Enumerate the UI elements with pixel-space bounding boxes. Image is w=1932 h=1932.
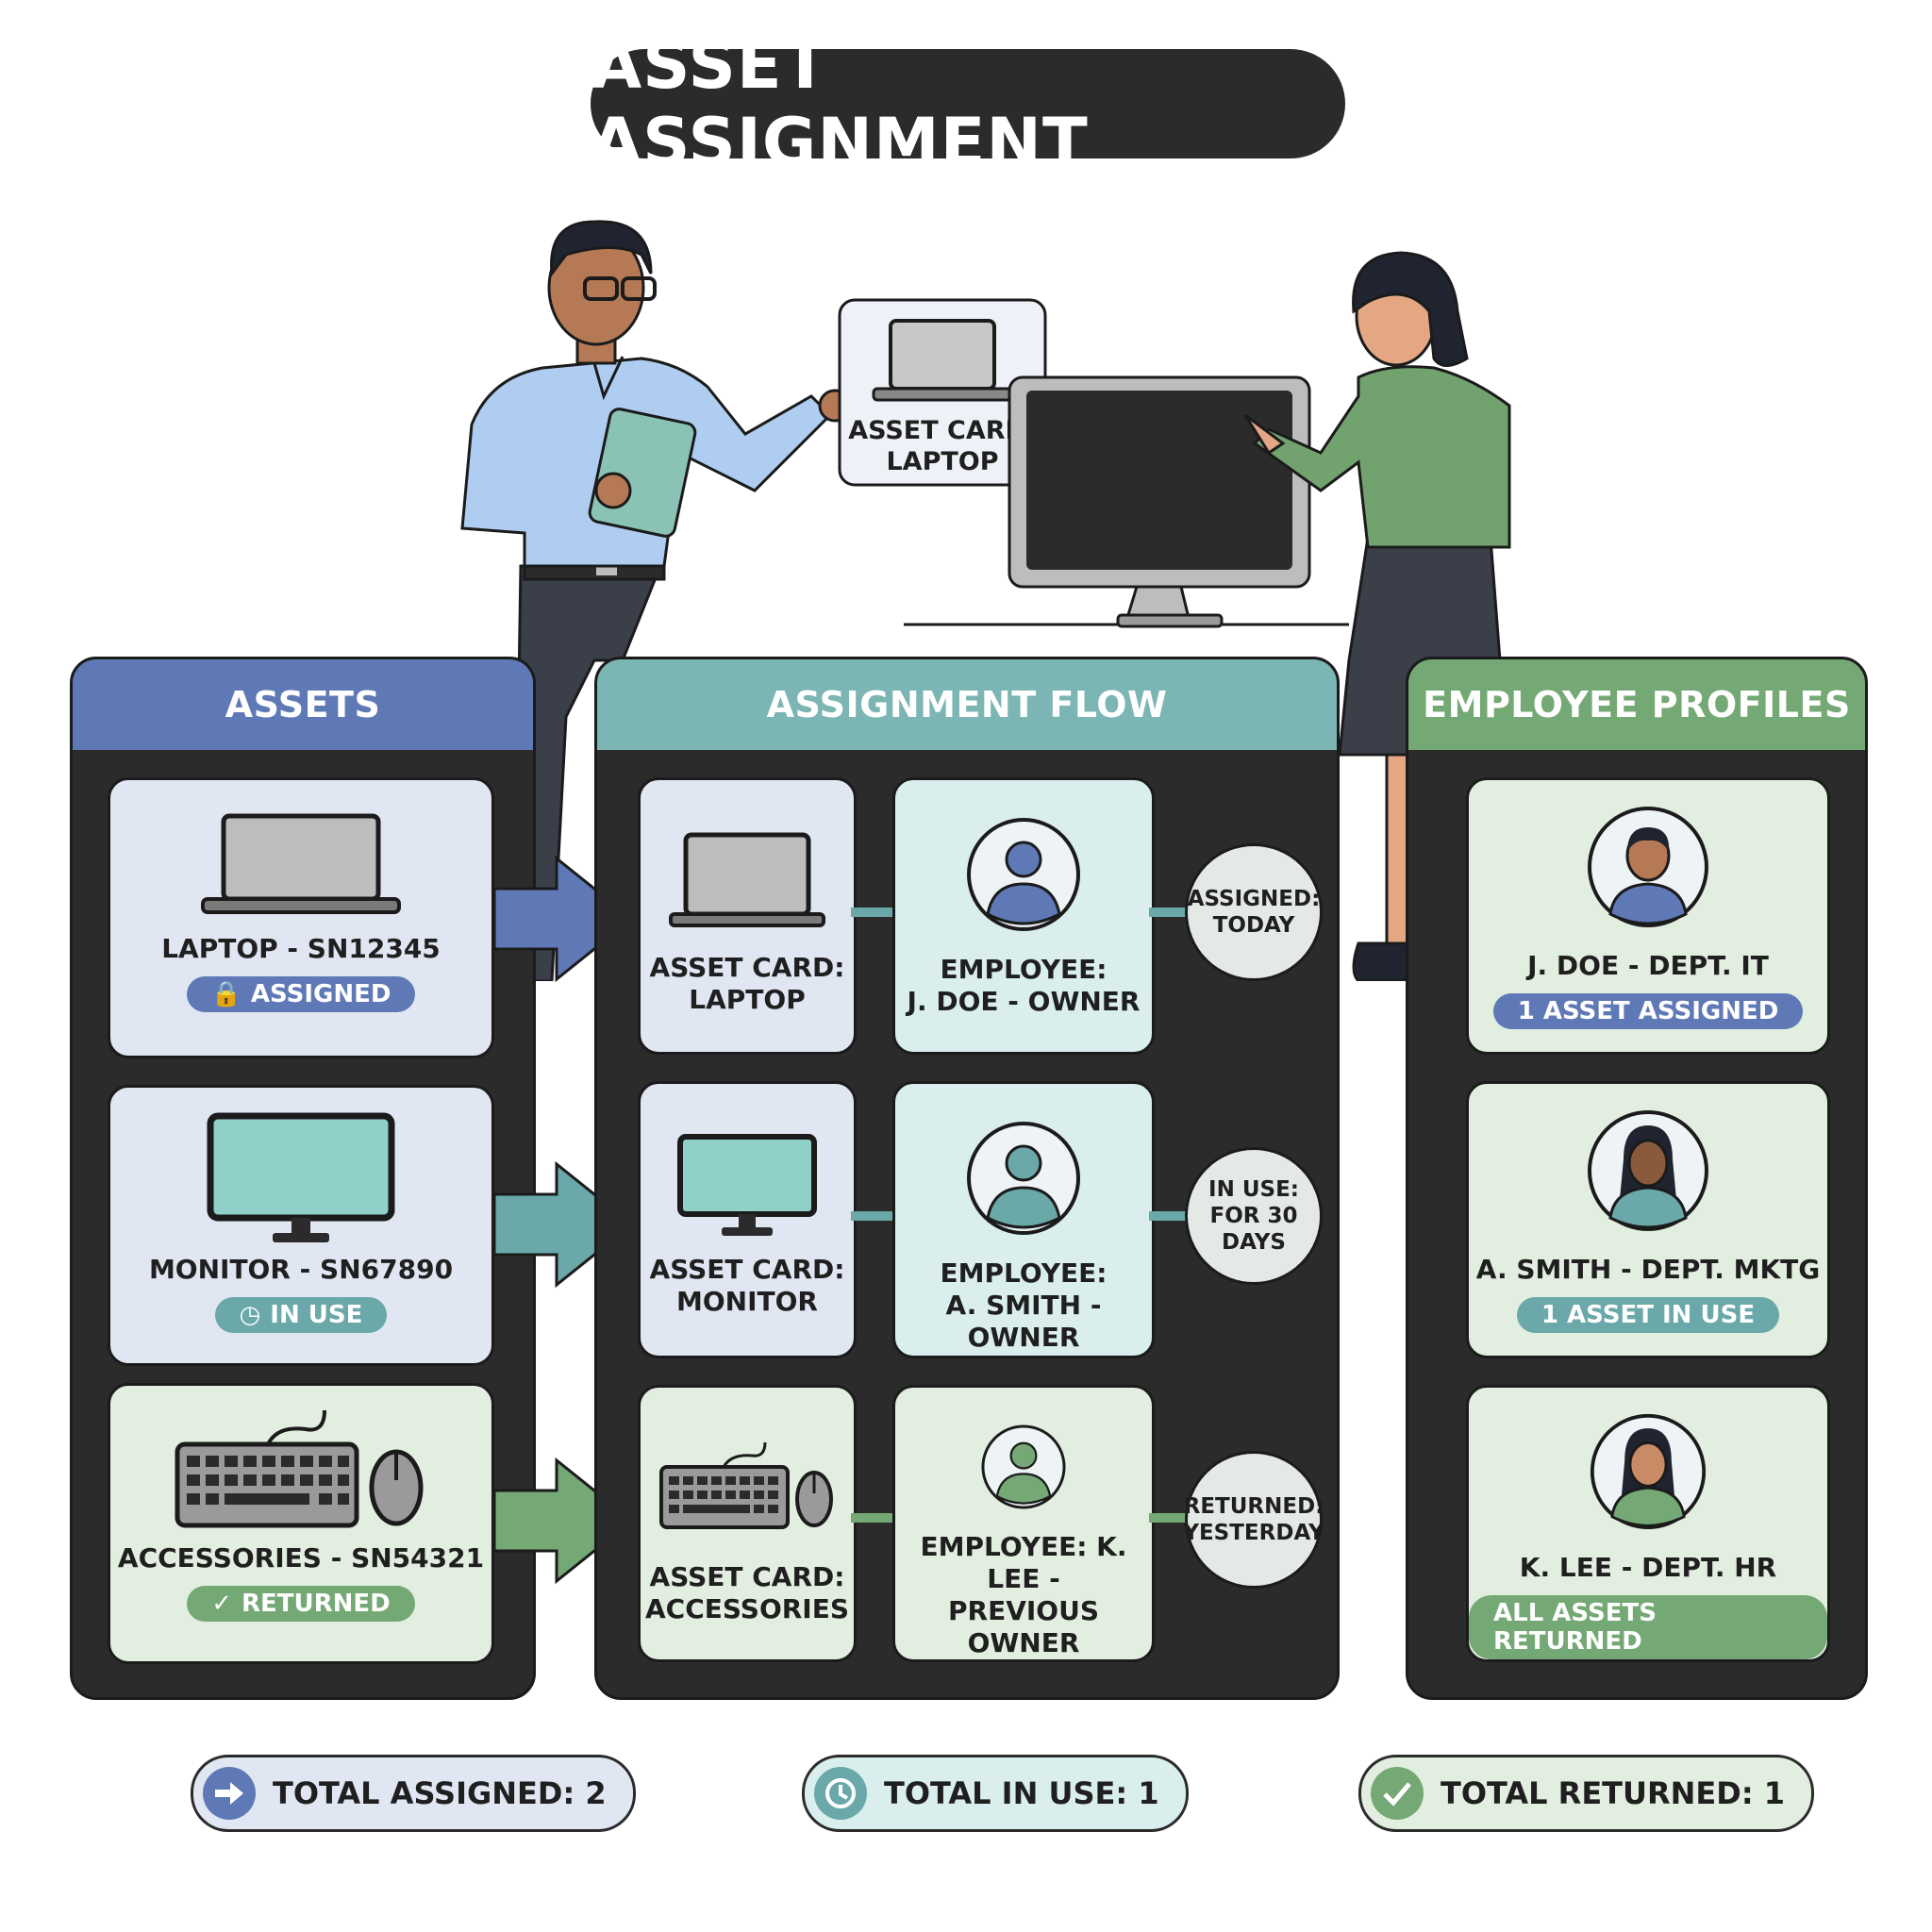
flow-emp-line1: EMPLOYEE:: [940, 1257, 1108, 1289]
flow-card-line2: LAPTOP: [689, 984, 806, 1015]
status-badge: ✓ RETURNED: [187, 1586, 415, 1622]
profile-badge: ALL ASSETS RETURNED: [1469, 1595, 1827, 1659]
keyboard-mouse-icon: [659, 1441, 833, 1529]
monitor-icon: [677, 1134, 817, 1236]
flow-employee-card[interactable]: EMPLOYEE: A. SMITH - OWNER: [892, 1081, 1155, 1358]
asset-label: ACCESSORIES - SN54321: [117, 1542, 485, 1574]
profile-name: J. DOE - DEPT. IT: [1527, 950, 1769, 981]
flow-emp-line2: J. DOE - OWNER: [907, 986, 1141, 1017]
woman-avatar-icon: [1588, 1110, 1708, 1231]
man-legs: [512, 564, 663, 981]
flow-emp-line1: EMPLOYEE: K. LEE -: [920, 1531, 1127, 1594]
flow-employee-card[interactable]: EMPLOYEE: K. LEE - PREVIOUS OWNER: [892, 1385, 1155, 1662]
user-avatar-icon: [967, 1122, 1080, 1235]
connector: [851, 908, 892, 917]
clock-icon: [814, 1767, 867, 1820]
floating-card-line2: LAPTOP: [886, 447, 998, 476]
profile-name: A. SMITH - DEPT. MKTG: [1475, 1254, 1821, 1285]
profile-card[interactable]: J. DOE - DEPT. IT 1 ASSET ASSIGNED: [1466, 777, 1830, 1055]
flow-card-line1: ASSET CARD:: [649, 1254, 845, 1285]
flow-card-line1: ASSET CARD:: [649, 1561, 845, 1592]
woman-avatar-icon: [1590, 1413, 1707, 1530]
profile-card[interactable]: A. SMITH - DEPT. MKTG 1 ASSET IN USE: [1466, 1081, 1830, 1358]
man-avatar-icon: [1588, 807, 1708, 927]
asset-label: LAPTOP - SN12345: [161, 933, 441, 964]
flow-emp-line2: PREVIOUS OWNER: [947, 1595, 1099, 1658]
profile-badge: 1 ASSET ASSIGNED: [1492, 993, 1804, 1029]
flow-card-line2: MONITOR: [676, 1286, 818, 1317]
flow-asset-card[interactable]: ASSET CARD: MONITOR: [638, 1081, 857, 1358]
total-in-use-label: TOTAL IN USE: 1: [884, 1775, 1159, 1811]
floating-card-line1: ASSET CARD:: [848, 416, 1037, 445]
woman-hair: [1352, 251, 1469, 367]
laptop-icon: [669, 832, 825, 927]
lock-icon: 🔒: [210, 980, 242, 1008]
check-icon: ✓: [211, 1590, 233, 1618]
man-hair: [550, 220, 653, 278]
clock-icon: ◷: [239, 1301, 261, 1329]
connector: [1149, 1211, 1187, 1221]
flow-emp-line1: EMPLOYEE:: [940, 954, 1108, 985]
flow-asset-card[interactable]: ASSET CARD: ACCESSORIES: [638, 1385, 857, 1662]
flow-card-line2: ACCESSORIES: [644, 1593, 850, 1624]
status-badge: 🔒 ASSIGNED: [186, 976, 416, 1012]
page-title: ASSET ASSIGNMENT: [591, 26, 1089, 181]
monitor-icon: [207, 1112, 395, 1242]
flow-card-line1: ASSET CARD:: [649, 952, 845, 983]
connector: [1149, 1513, 1187, 1523]
laptop-icon: [201, 813, 401, 914]
woman-top: [1252, 365, 1511, 549]
profile-card[interactable]: K. LEE - DEPT. HR ALL ASSETS RETURNED: [1466, 1385, 1830, 1662]
profile-badge: 1 ASSET IN USE: [1516, 1297, 1780, 1333]
assets-header: ASSETS: [73, 659, 533, 750]
arrow-right-icon: [203, 1767, 256, 1820]
status-circle: IN USE: FOR 30 DAYS: [1185, 1147, 1323, 1285]
user-avatar-icon: [981, 1424, 1066, 1509]
asset-card-accessories[interactable]: ACCESSORIES - SN54321 ✓ RETURNED: [108, 1383, 494, 1664]
total-in-use-pill: TOTAL IN USE: 1: [802, 1755, 1189, 1832]
asset-label: MONITOR - SN67890: [148, 1254, 454, 1285]
flow-employee-card[interactable]: EMPLOYEE: J. DOE - OWNER: [892, 777, 1155, 1055]
user-avatar-icon: [967, 818, 1080, 931]
asset-card-monitor[interactable]: MONITOR - SN67890 ◷ IN USE: [108, 1085, 494, 1366]
asset-card-laptop[interactable]: LAPTOP - SN12345 🔒 ASSIGNED: [108, 777, 494, 1058]
profile-name: K. LEE - DEPT. HR: [1519, 1552, 1777, 1583]
total-returned-pill: TOTAL RETURNED: 1: [1358, 1755, 1815, 1832]
connector: [851, 1211, 892, 1221]
total-assigned-pill: TOTAL ASSIGNED: 2: [191, 1755, 636, 1832]
connector: [1149, 908, 1187, 917]
profiles-header: EMPLOYEE PROFILES: [1408, 659, 1865, 750]
status-badge: ◷ IN USE: [214, 1297, 388, 1333]
title-banner: ASSET ASSIGNMENT: [591, 26, 1345, 181]
check-icon: [1371, 1767, 1424, 1820]
connector: [851, 1513, 892, 1523]
status-circle: ASSIGNED: TODAY: [1185, 843, 1323, 981]
flow-header: ASSIGNMENT FLOW: [597, 659, 1337, 750]
total-assigned-label: TOTAL ASSIGNED: 2: [273, 1775, 607, 1811]
status-circle: RETURNED: YESTERDAY: [1183, 1451, 1324, 1589]
keyboard-mouse-icon: [175, 1409, 424, 1528]
flow-emp-line2: A. SMITH - OWNER: [945, 1290, 1102, 1353]
illustration: ASSET CARD: LAPTOP: [460, 220, 1511, 981]
total-returned-label: TOTAL RETURNED: 1: [1441, 1775, 1786, 1811]
flow-asset-card[interactable]: ASSET CARD: LAPTOP: [638, 777, 857, 1055]
